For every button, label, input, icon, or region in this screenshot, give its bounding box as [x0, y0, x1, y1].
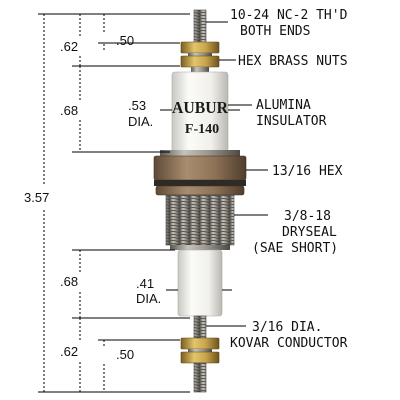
seal-callout-line1: 3/8-18 [284, 209, 331, 224]
callout-labels: 10-24 NC-2 TH'D BOTH ENDS HEX BRASS NUTS… [230, 8, 348, 351]
bottom-thread-dim: .50 [116, 347, 134, 362]
upper-insulator-length-dim: .68 [60, 103, 78, 118]
seal-callout-line2: DRYSEAL [282, 225, 337, 240]
hex-callout: 13/16 HEX [272, 164, 343, 179]
igniter-part: AUBUR F-140 [153, 9, 247, 393]
dimension-lines [43, 14, 240, 392]
insulator-callout-line1: ALUMINA [256, 98, 311, 113]
top-threaded-stud [193, 9, 207, 45]
lower-alumina-insulator [177, 249, 223, 317]
extension-lines [38, 13, 190, 393]
thread-callout-line1: 10-24 NC-2 TH'D [230, 8, 348, 23]
bottom-hex-brass-nuts [180, 337, 220, 364]
lower-insulator-length-dim: .68 [60, 274, 78, 289]
upper-insulator-dia-value: .53 [128, 98, 146, 113]
top-terminal-total-dim: .62 [60, 39, 78, 54]
conductor-callout-line1: 3/16 DIA. [252, 320, 322, 335]
model-mark: F-140 [185, 122, 219, 137]
dryseal-thread [165, 194, 235, 250]
brand-mark: AUBUR [172, 98, 229, 117]
dimension-labels: 3.57 .62 .50 .68 .53 DIA. .68 .41 DIA. .… [24, 33, 161, 362]
top-hex-brass-nuts [180, 41, 220, 72]
bottom-threaded-stud [193, 362, 207, 393]
bottom-terminal-total-dim: .62 [60, 344, 78, 359]
conductor-callout-line2: KOVAR CONDUCTOR [230, 336, 348, 351]
overall-length-dim: 3.57 [24, 190, 49, 205]
lower-insulator-dia-unit: DIA. [136, 291, 161, 306]
hex-body [153, 150, 247, 196]
top-thread-dim: .50 [116, 33, 134, 48]
thread-callout-line2: BOTH ENDS [240, 24, 310, 39]
lower-insulator-dia-value: .41 [136, 276, 154, 291]
upper-alumina-insulator: AUBUR F-140 [171, 71, 229, 153]
upper-insulator-dia-unit: DIA. [128, 114, 153, 129]
kovar-conductor [193, 315, 207, 339]
callout-leaders [206, 21, 268, 327]
seal-callout-line3: (SAE SHORT) [252, 241, 338, 256]
insulator-callout-line2: INSULATOR [256, 114, 327, 129]
nuts-callout: HEX BRASS NUTS [238, 54, 348, 69]
